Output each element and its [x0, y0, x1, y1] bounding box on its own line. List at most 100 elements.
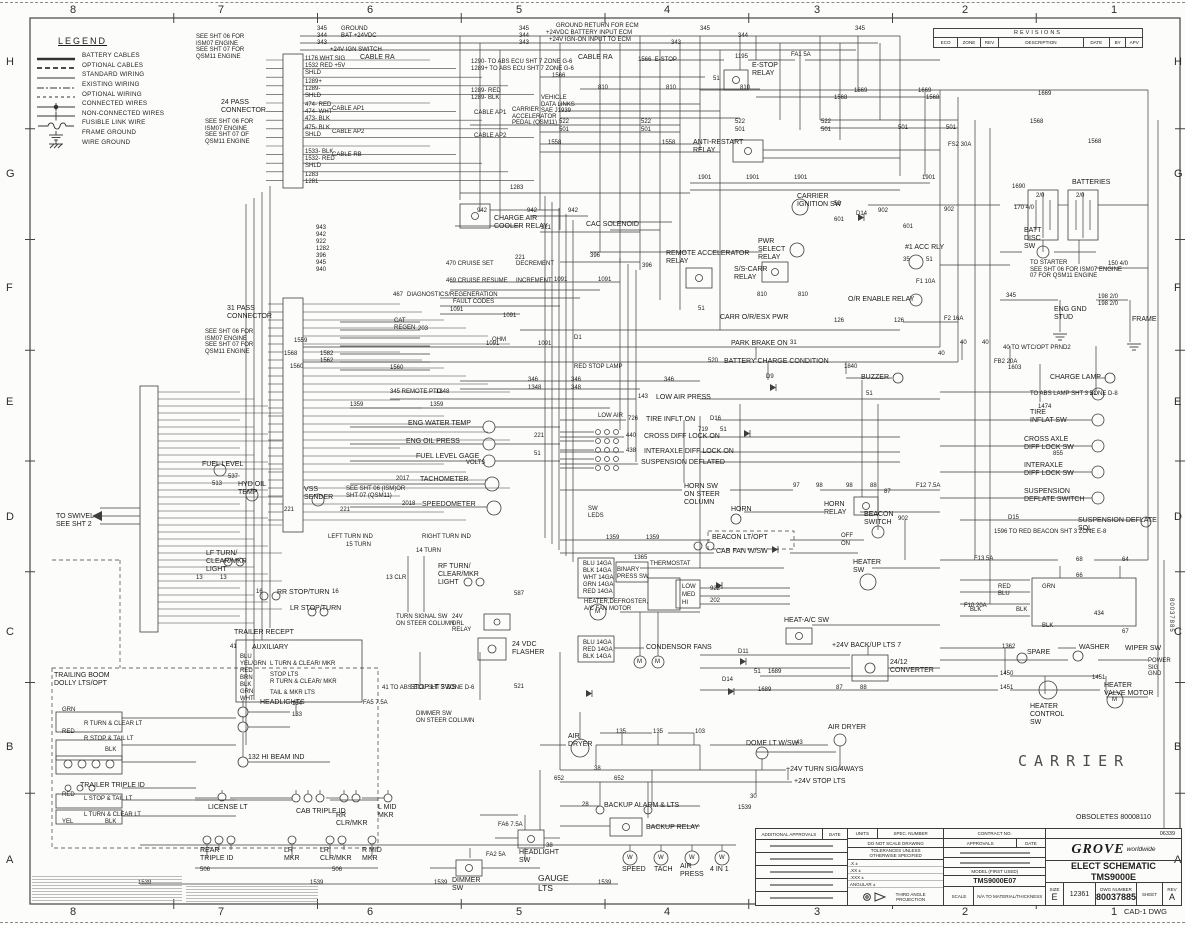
schematic-label: GRN: [240, 689, 254, 695]
schematic-label: 652: [614, 776, 625, 782]
schematic-label: 345: [317, 26, 328, 32]
additional-approvals-label: ADDITIONAL APPROVALS: [756, 829, 823, 839]
dwg-number-value: 80037885: [1095, 891, 1136, 902]
schematic-label: 1558: [548, 140, 562, 146]
schematic-label: CARRIER IGNITION SW: [797, 193, 842, 208]
schematic-label: FA6 7.5A: [498, 822, 523, 828]
schematic-label: SUSPENSION DEFLATED: [641, 459, 725, 466]
schematic-label: 1450: [1000, 671, 1014, 677]
schematic-label: 51: [698, 306, 705, 312]
legend-item-label: BATTERY CABLES: [82, 52, 140, 60]
schematic-label: 1901: [922, 175, 936, 181]
schematic-label: 501: [946, 125, 957, 131]
schematic-label: 344: [519, 33, 530, 39]
schematic-label: 1359: [646, 535, 660, 541]
schematic-label: 1901: [794, 175, 808, 181]
schematic-label: 343: [671, 40, 682, 46]
schematic-label: BLK: [240, 682, 252, 688]
schematic-label: 501: [559, 127, 570, 133]
schematic-label: 97: [793, 483, 800, 489]
schematic-label: PARK BRAKE ON: [731, 340, 788, 347]
schematic-label: 1451: [1092, 675, 1106, 681]
schematic-label: LR CLR/MKR: [320, 847, 352, 862]
schematic-label: 2017: [396, 476, 410, 482]
approval-row-placeholder: [769, 858, 834, 860]
schematic-label: 1451: [1000, 685, 1014, 691]
approval-sign-placeholder: [959, 861, 1030, 864]
zone-row-label: A: [6, 854, 14, 866]
schematic-label: R TURN & CLEAR/ MKR: [270, 679, 337, 685]
schematic-label: BAT +24VDC: [341, 33, 377, 39]
schematic-label: 469 CRUISE RESUME: [446, 278, 508, 284]
legend-item: FUSIBLE LINK WIRE: [36, 118, 188, 130]
schematic-label: 30: [750, 794, 757, 800]
schematic-label: 345: [855, 26, 866, 32]
schematic-label: 1568: [926, 95, 940, 101]
schematic-label: M: [595, 609, 600, 615]
schematic-label: CHARGE LAMP: [1050, 374, 1101, 381]
title-block-id-col: 06339 GROVE worldwide ELECT SCHEMATIC TM…: [1045, 829, 1181, 905]
zone-row-label: C: [1174, 626, 1182, 638]
schematic-label: 810: [757, 292, 768, 298]
schematic-label: 1603: [1008, 365, 1022, 371]
zone-column-label: 7: [218, 4, 225, 16]
schematic-label: 1091: [538, 341, 552, 347]
schematic-label: LR MKR: [284, 847, 300, 862]
schematic-label: 470 CRUISE SET: [446, 261, 494, 267]
zone-column-label: 3: [814, 906, 821, 918]
legend-glyph-thick-icon: [36, 51, 76, 61]
schematic-label: CABLE RB: [332, 152, 362, 158]
schematic-label: 1365: [634, 555, 648, 561]
schematic-label: 1568: [1030, 119, 1044, 125]
schematic-label: HORN: [731, 506, 752, 513]
schematic-label: 810: [798, 292, 809, 298]
schematic-label: 126: [894, 318, 905, 324]
approvals-date-label: DATE: [828, 831, 841, 837]
schematic-label: +24V IGN-ON INPUT TO ECM: [549, 37, 631, 43]
schematic-label: 202: [710, 598, 721, 604]
schematic-label: TRAILER RECEPT: [234, 629, 294, 636]
schematic-label: 1290- TO ABS ECU SHT 7 ZONE G-6: [471, 59, 573, 65]
schematic-label: 13 CLR: [386, 575, 407, 581]
legend-item-label: FUSIBLE LINK WIRE: [82, 119, 146, 127]
schematic-label: RF TURN/ CLEAR/MKR LIGHT: [438, 563, 479, 586]
schematic-label: F12 7.5A: [916, 483, 941, 489]
schematic-label: AIR PRESS: [680, 863, 704, 878]
schematic-label: HORN RELAY: [824, 501, 847, 516]
schematic-label: CABLE AP2: [332, 129, 365, 135]
schematic-label: FA2 5A: [486, 852, 506, 858]
zone-row-label: D: [6, 511, 14, 523]
schematic-label: SHLD: [305, 132, 322, 138]
schematic-label: 221: [284, 507, 295, 513]
do-not-scale-label: DO NOT SCALE DRAWING: [847, 839, 944, 848]
schematic-label: 1840: [844, 364, 858, 370]
schematic-label: 51: [1090, 391, 1097, 397]
schematic-label: 2/0: [1036, 193, 1045, 199]
schematic-label: HEATER CONTROL SW: [1030, 703, 1065, 726]
zone-column-label: 4: [664, 906, 671, 918]
schematic-label: 520: [708, 358, 719, 364]
schematic-label: 24 PASS CONNECTOR: [221, 99, 266, 114]
schematic-label: CAB FAN W/SW: [716, 548, 768, 555]
schematic-label: 98: [846, 483, 853, 489]
zone-column-label: 5: [516, 4, 523, 16]
schematic-label: TURN SIGNAL SW ON STEER COLUMN: [396, 614, 455, 627]
schematic-label: 1195: [735, 54, 748, 60]
schematic-label: CABLE AP2: [474, 133, 507, 139]
size-label: SIZE: [1049, 886, 1060, 892]
title-block-model-col: CONTRACT NO. APPROVALS DATE MODEL (FIRST…: [944, 829, 1046, 905]
schematic-label: BUZZER: [861, 374, 889, 381]
sheet-label: SHEET: [1137, 883, 1163, 905]
schematic-label: 343: [317, 40, 328, 46]
schematic-label: E-STOP RELAY: [752, 62, 778, 77]
tolerances-label: TOLERANCES UNLESS OTHERWISE SPECIFIED: [847, 848, 944, 860]
ecn-value: 06339: [1045, 829, 1181, 839]
schematic-label: R TURN & CLEAR LT: [84, 721, 143, 727]
schematic-label: HEAT-A/C SW: [784, 617, 829, 624]
size-value: E: [1051, 891, 1058, 902]
schematic-label: RED: [62, 729, 75, 735]
zone-column-label: 1: [1111, 4, 1118, 16]
schematic-label: 522: [559, 119, 570, 125]
schematic-label: RED 14GA: [583, 647, 613, 653]
schematic-label: 1289- RED: [471, 88, 501, 94]
